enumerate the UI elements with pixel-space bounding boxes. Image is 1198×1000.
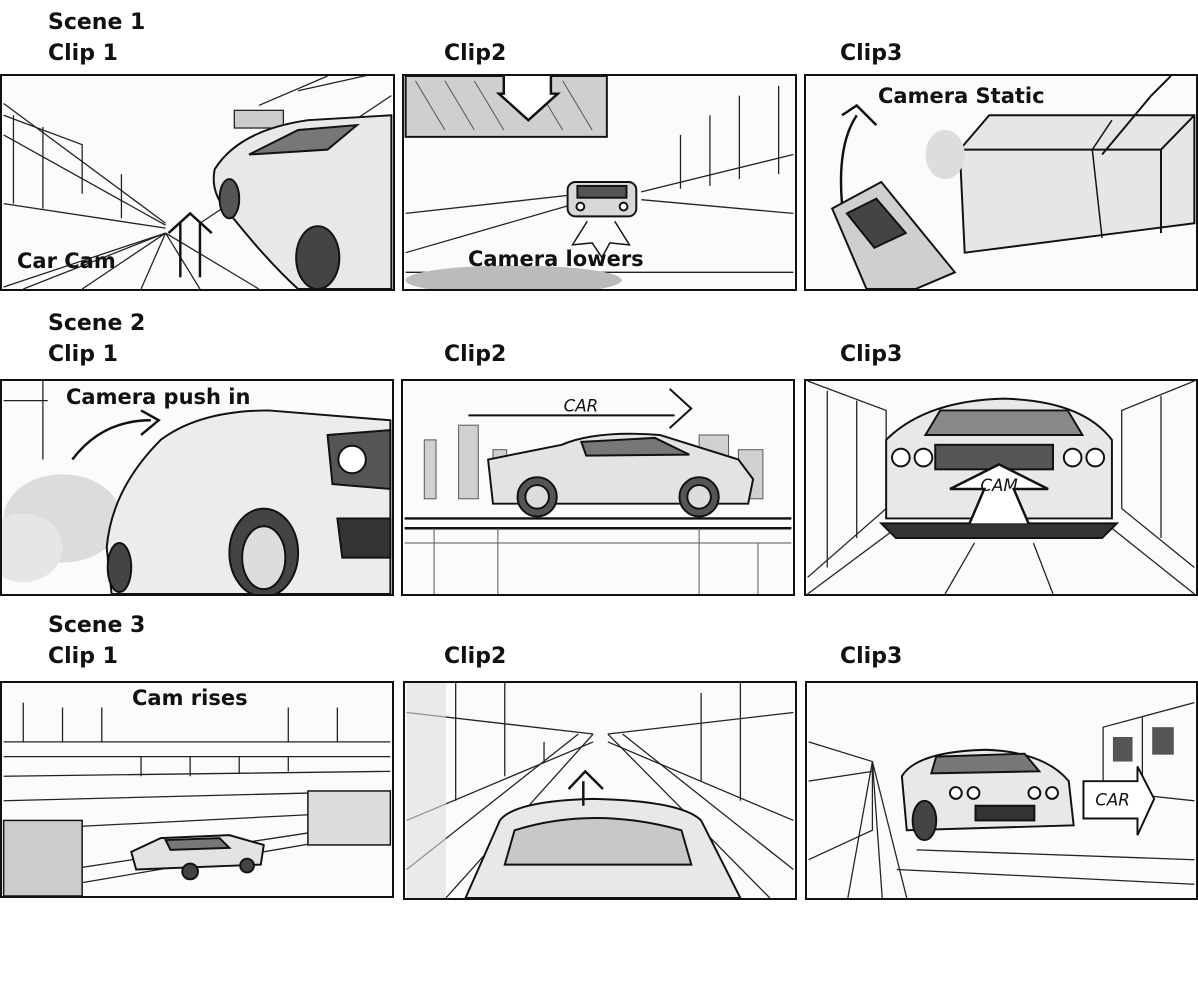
scene-1-clip-3-label: Clip3 — [840, 41, 903, 66]
scene-3-clip-1-caption: Cam rises — [132, 686, 248, 710]
scene-2-clip-3-panel: CAM — [804, 379, 1198, 596]
scene-1-clip-3-sketch — [830, 76, 1196, 289]
scene-3-clip-3-panel: CAR — [805, 681, 1198, 900]
scene-2-clip-1-panel: Camera push in — [0, 379, 394, 596]
scene-2-clip-2-arrow-text: CAR — [564, 396, 599, 415]
scene-3-clip-3-sketch: CAR — [808, 702, 1195, 898]
scene-3-clip-2-label: Clip2 — [444, 644, 507, 669]
scene-2-clip-2-sketch: CAR — [404, 388, 792, 594]
scene-3-clip-2-sketch — [406, 683, 794, 898]
scene-3-clip-3-label: Clip3 — [840, 644, 903, 669]
scene-2-clip-3-arrow-text: CAM — [980, 476, 1017, 495]
scene-2-clip-3-sketch: CAM — [807, 381, 1195, 594]
scene-1-clip-1-panel: Car Cam — [0, 74, 395, 291]
scene-2-clip-2-panel: CAR — [401, 379, 795, 596]
scene-3-title: Scene 3 — [48, 613, 146, 638]
scene-3-clip-1-panel: Cam rises — [0, 681, 394, 898]
scene-3-clip-1-label: Clip 1 — [48, 644, 118, 669]
scene-3-clip-2-panel — [403, 681, 797, 900]
scene-2-clip-1-caption: Camera push in — [66, 385, 251, 409]
scene-1-clip-2-caption: Camera lowers — [468, 247, 644, 271]
scene-2-title: Scene 2 — [48, 311, 146, 336]
scene-1-clip-2-sketch — [404, 76, 794, 289]
scene-2-clip-3-label: Clip3 — [840, 342, 903, 367]
scene-2-clip-1-label: Clip 1 — [48, 342, 118, 367]
scene-1-clip-2-label: Clip2 — [444, 41, 507, 66]
scene-1-clip-3-panel: Camera Static — [804, 74, 1198, 291]
scene-1-clip-3-caption: Camera Static — [878, 84, 1045, 108]
scene-2-clip-1-sketch — [2, 381, 392, 594]
scene-3-clip-1-sketch — [2, 702, 392, 896]
scene-3-clip-3-arrow-text: CAR — [1095, 791, 1130, 810]
scene-2-clip-2-label: Clip2 — [444, 342, 507, 367]
scene-1-clip-1-label: Clip 1 — [48, 41, 118, 66]
scene-1-clip-2-panel: Camera lowers — [402, 74, 797, 291]
scene-1-title: Scene 1 — [48, 10, 146, 35]
scene-1-clip-1-caption: Car Cam — [17, 249, 116, 273]
scene-1-clip-1-sketch — [3, 76, 393, 289]
